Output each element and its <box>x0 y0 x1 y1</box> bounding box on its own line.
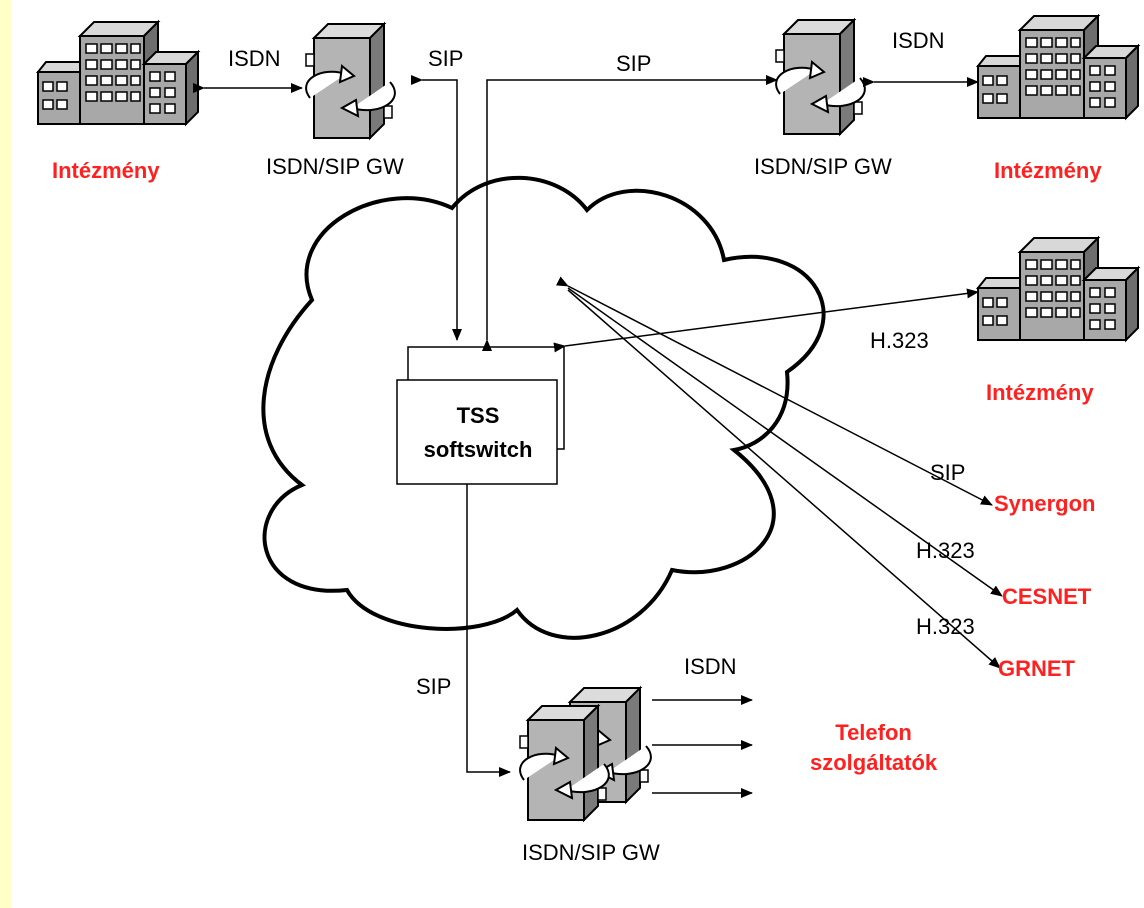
sip-label-top-left: SIP <box>428 46 464 71</box>
softswitch-name: TSS <box>456 403 500 428</box>
sip-link-top-center <box>482 75 778 351</box>
isdn-label-bottom: ISDN <box>684 654 737 679</box>
gateway-icon-top-left <box>305 23 396 139</box>
link-sip-synergon <box>555 276 993 506</box>
providers-line-2: szolgáltatók <box>810 750 938 775</box>
sip-label-top-center: SIP <box>616 51 652 76</box>
building-icon-right <box>977 237 1139 341</box>
building-icon-top-left <box>37 21 199 125</box>
h323-label-right-building: H.323 <box>870 328 929 353</box>
gateway-label-bottom: ISDN/SIP GW <box>522 840 660 865</box>
building-label-top-left: Intézmény <box>52 158 160 183</box>
gateway-icon-top-right <box>775 19 866 135</box>
sip-link-bottom <box>466 484 511 777</box>
telephone-providers-label: Telefon szolgáltatók <box>810 718 937 778</box>
link-h323-grnet <box>567 289 1001 669</box>
sip-label-bottom: SIP <box>416 674 452 699</box>
providers-line-1: Telefon <box>835 720 912 745</box>
softswitch-box <box>396 379 558 485</box>
network-diagram <box>37 15 1139 821</box>
gateway-label-top-left: ISDN/SIP GW <box>266 154 404 179</box>
partner-synergon: Synergon <box>994 491 1096 516</box>
building-icon-top-right <box>977 15 1139 119</box>
gateway-label-top-right: ISDN/SIP GW <box>754 154 892 179</box>
diagram-canvas: ISDN SIP SIP ISDN Intézmény ISDN/SIP GW … <box>12 0 1144 908</box>
partner-cesnet: CESNET <box>1002 584 1092 609</box>
link-h323-cesnet <box>567 287 1003 597</box>
building-label-right: Intézmény <box>986 380 1094 405</box>
gateway-icon-bottom <box>519 687 652 821</box>
isdn-label-top-right: ISDN <box>892 28 945 53</box>
partner-grnet: GRNET <box>998 656 1075 681</box>
h323-label-cesnet: H.323 <box>916 538 975 563</box>
sip-label-synergon: SIP <box>930 460 966 485</box>
building-label-top-right: Intézmény <box>994 158 1102 183</box>
isdn-label-top-left: ISDN <box>228 46 281 71</box>
h323-label-grnet: H.323 <box>916 614 975 639</box>
softswitch-label: TSS softswitch <box>399 383 557 483</box>
sip-link-top-left <box>411 75 462 341</box>
softswitch-type: softswitch <box>423 437 533 462</box>
